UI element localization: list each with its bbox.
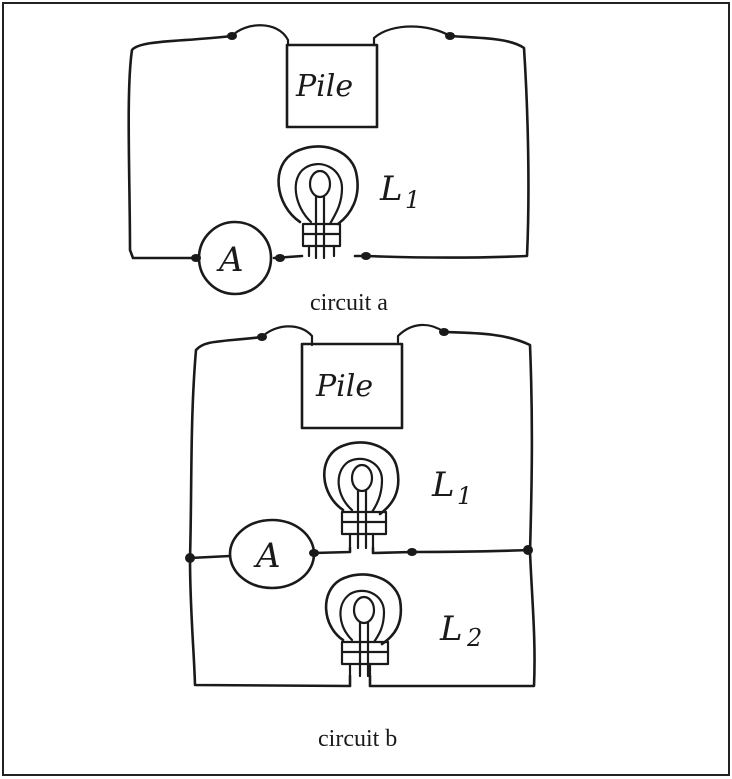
- circuit-b-wire-to-battery-left: [260, 325, 314, 347]
- circuit-a-battery-label: Pile: [295, 69, 353, 104]
- circuit-a-battery: [285, 43, 379, 129]
- circuit-a-wire-to-battery-right: [372, 25, 452, 47]
- circuit-b-lamp2-leads: [358, 620, 370, 678]
- circuit-b-lamp1-filament: [350, 463, 374, 493]
- circuit-a-node: [361, 252, 371, 260]
- circuit-a-node: [191, 254, 201, 262]
- circuit-b-lamp2-label: L: [439, 609, 463, 649]
- circuit-b-lamp1-bulb: [323, 441, 400, 516]
- circuit-b-wire-to-battery-right: [396, 323, 446, 344]
- circuit-a-ammeter-label: A: [216, 240, 244, 280]
- circuit-a-node: [227, 32, 237, 40]
- circuit-a-node: [275, 254, 285, 262]
- circuit-b-lamp2-subscript: 2: [466, 624, 482, 652]
- circuit-a-node: [445, 32, 455, 40]
- circuit-a-lamp-inner: [294, 162, 344, 226]
- circuit-b-lamp2-bulb: [324, 573, 403, 646]
- circuit-b-lamp2-inner: [339, 589, 386, 644]
- circuit-b-battery: [300, 342, 404, 430]
- circuit-b-lamp1-subscript: 1: [457, 482, 472, 510]
- circuit-a-lamp-filament-leads: [314, 194, 326, 260]
- circuit-a-lamp-filament: [308, 169, 332, 199]
- circuit-a-lamp-l1: [277, 145, 359, 260]
- circuit-b: Pile A L 1 L 2: [185, 323, 536, 752]
- circuit-a-lamp-base-lines: [301, 232, 342, 258]
- circuit-b-wire-loop: [188, 330, 536, 688]
- circuit-b-node: [185, 553, 195, 563]
- circuit-b-caption: circuit b: [318, 726, 397, 752]
- circuit-b-lamp1-inner: [337, 457, 384, 514]
- circuit-b-node: [439, 328, 449, 336]
- circuit-b-wire-middle: [188, 546, 532, 560]
- circuit-a-lamp-label: L: [379, 169, 403, 209]
- circuit-b-lamp1-label: L: [431, 465, 455, 505]
- circuit-a: Pile A L 1 circuit a: [127, 24, 530, 316]
- circuit-b-battery-label: Pile: [315, 369, 373, 404]
- circuit-b-lamp1-leads: [356, 488, 368, 550]
- circuit-b-node: [523, 545, 533, 555]
- circuit-b-node: [407, 548, 417, 556]
- circuit-a-caption: circuit a: [310, 290, 388, 316]
- circuit-a-lamp-bulb: [277, 145, 359, 226]
- circuit-b-lamp-l1: [323, 441, 400, 550]
- circuit-b-node: [309, 549, 319, 557]
- circuit-b-lamp2-filament: [352, 595, 376, 625]
- circuit-b-ammeter-label: A: [253, 536, 281, 576]
- circuit-b-node: [257, 333, 267, 341]
- circuit-a-lamp-subscript: 1: [405, 186, 420, 214]
- circuit-b-lamp-l2: [324, 573, 403, 678]
- circuit-b-lamp2-base-lines: [340, 650, 390, 678]
- circuit-b-lamp1-base-lines: [340, 520, 388, 550]
- circuit-a-wire-to-battery-left: [230, 24, 290, 47]
